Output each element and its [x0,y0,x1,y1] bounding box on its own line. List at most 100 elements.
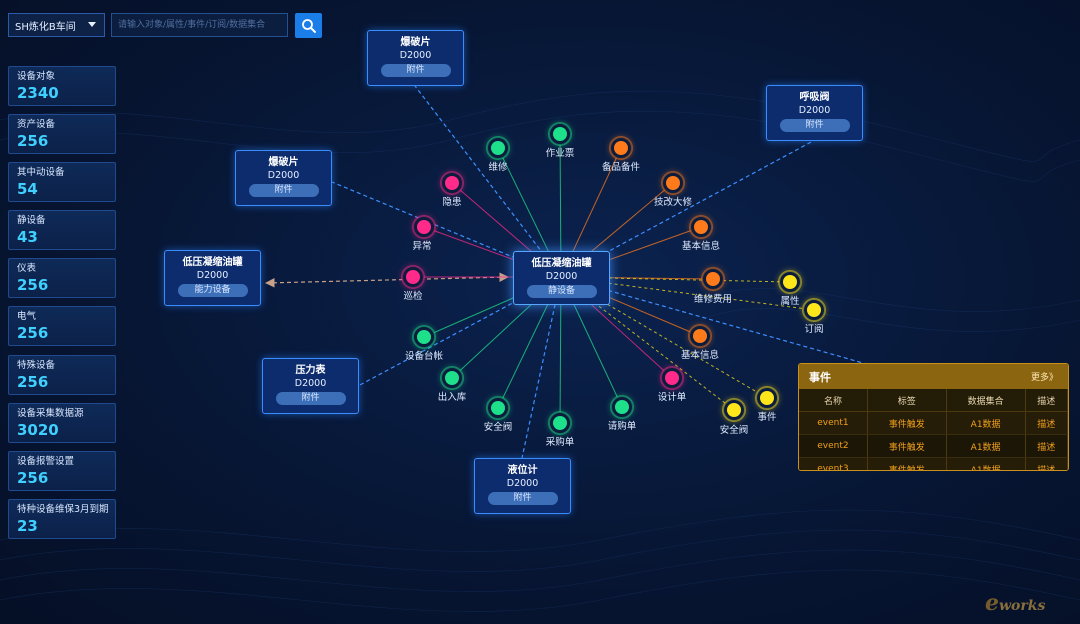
node-tag: 附件 [487,492,558,505]
table-cell: 事件触发 [867,411,947,435]
event-table: 名称 标签 数据集合 描述 event1 事件触发 A1数据 描述 event2… [799,389,1068,470]
graph-dot-node[interactable]: 隐患 [440,171,464,208]
table-cell: event3 [799,457,868,470]
stat-label: 资产设备 [17,119,56,130]
table-cell[interactable]: 描述 [1025,434,1068,458]
stat-card[interactable]: 静设备 43 [8,210,116,250]
graph-dot-node[interactable]: 设计单 [658,366,687,403]
column-header: 描述 [1025,389,1068,412]
graph-dot-label: 基本信息 [682,240,720,252]
graph-dot-label: 基本信息 [681,349,719,361]
table-cell[interactable]: 描述 [1025,411,1068,435]
node-box[interactable]: 压力表 D2000 附件 [262,358,359,414]
event-panel-title: 事件 [809,370,831,384]
node-title: 呼吸阀 [799,92,830,103]
node-box[interactable]: 爆破片 D2000 附件 [235,150,332,206]
stat-card[interactable]: 其中动设备 54 [8,162,116,202]
graph-dot-node[interactable]: 出入库 [438,366,467,403]
table-row[interactable]: event1 事件触发 A1数据 描述 [799,411,1068,435]
graph-dot-node[interactable]: 订阅 [802,298,826,335]
stat-card[interactable]: 特殊设备 256 [8,355,116,395]
node-code: D2000 [506,478,539,489]
stat-label: 特殊设备 [17,360,56,371]
graph-dot-node[interactable]: 采购单 [546,411,575,448]
node-title: 压力表 [295,365,326,376]
graph-dot-label: 安全阀 [720,424,749,436]
stat-value: 256 [17,276,49,294]
node-code: D2000 [399,50,432,61]
graph-dot-node[interactable]: 基本信息 [682,215,720,252]
watermark-initial: e [985,590,999,616]
graph-dot-node[interactable]: 维修 [486,136,510,173]
relation-link [560,140,814,278]
table-cell: A1数据 [946,411,1026,435]
node-box[interactable]: 呼吸阀 D2000 附件 [766,85,863,141]
stat-card[interactable]: 设备采集数据源 3020 [8,403,116,443]
node-title: 爆破片 [268,157,299,168]
graph-dot-label: 请购单 [608,420,637,432]
stat-card[interactable]: 特种设备维保3月到期 23 [8,499,116,539]
column-header: 标签 [867,389,947,412]
table-cell: event1 [799,411,868,435]
table-cell: A1数据 [946,457,1026,470]
graph-dot-node[interactable]: 维修费用 [694,267,732,305]
node-code: D2000 [267,170,300,181]
table-cell: A1数据 [946,434,1026,458]
search-input[interactable] [111,13,288,37]
graph-dot-node[interactable]: 安全阀 [720,398,749,436]
graph-dot-label: 维修费用 [694,293,732,305]
stat-label: 仪表 [17,263,37,274]
table-row[interactable]: event3 事件触发 A1数据 描述 [799,457,1068,470]
graph-dot-node[interactable]: 属性 [778,270,802,307]
node-code: D2000 [294,378,327,389]
stat-card[interactable]: 资产设备 256 [8,114,116,154]
stat-value: 2340 [17,84,59,102]
stat-card[interactable]: 仪表 256 [8,258,116,298]
workshop-dropdown-value: SH炼化B车间 [15,21,76,33]
relation-link [414,85,562,278]
stat-card[interactable]: 设备报警设置 256 [8,451,116,491]
center-node[interactable]: 低压凝缩油罐 D2000 静设备 [513,251,610,305]
graph-dot-label: 备品备件 [602,161,641,173]
table-row[interactable]: event2 事件触发 A1数据 描述 [799,434,1068,458]
graph-dot-label: 技改大修 [654,196,693,208]
stat-value: 256 [17,373,49,391]
graph-dot-node[interactable]: 请购单 [608,395,637,432]
node-title: 低压凝缩油罐 [531,258,592,269]
graph-dot-label: 设计单 [658,391,687,403]
stat-label: 设备报警设置 [17,456,75,467]
graph-dot-node[interactable]: 作业票 [546,122,575,159]
search-button[interactable] [295,13,322,38]
node-code: D2000 [545,271,578,282]
graph-dot-node[interactable]: 设备台帐 [405,325,444,362]
relation-link [265,272,509,288]
graph-dot-label: 订阅 [804,323,823,335]
node-tag: 附件 [275,392,346,405]
graph-dot-node[interactable]: 巡检 [401,265,425,302]
node-title: 液位计 [507,465,538,476]
node-code: D2000 [798,105,831,116]
more-link[interactable]: 更多》 [1030,373,1058,383]
node-box[interactable]: 爆破片 D2000 附件 [367,30,464,86]
node-tag: 静设备 [526,285,597,298]
stat-card[interactable]: 电气 256 [8,306,116,346]
graph-dot-node[interactable]: 事件 [755,386,779,423]
graph-dot-node[interactable]: 技改大修 [654,171,693,208]
table-cell[interactable]: 描述 [1025,457,1068,470]
relation-link [521,276,562,459]
column-header: 数据集合 [946,389,1026,412]
graph-dot-node[interactable]: 安全阀 [484,396,513,433]
graph-dot-label: 出入库 [438,391,467,403]
graph-dot-node[interactable]: 异常 [412,215,436,252]
stat-value: 54 [17,180,38,198]
relation-link [560,276,871,366]
graph-dot-label: 维修 [488,161,508,173]
graph-dot-node[interactable]: 基本信息 [681,324,719,361]
graph-dot-node[interactable]: 备品备件 [602,136,641,173]
stat-card[interactable]: 设备对象 2340 [8,66,116,106]
node-box[interactable]: 低压凝缩油罐 D2000 能力设备 [164,250,261,306]
node-box[interactable]: 液位计 D2000 附件 [474,458,571,514]
stat-label: 电气 [17,311,37,322]
workshop-dropdown[interactable]: SH炼化B车间 [8,13,105,37]
